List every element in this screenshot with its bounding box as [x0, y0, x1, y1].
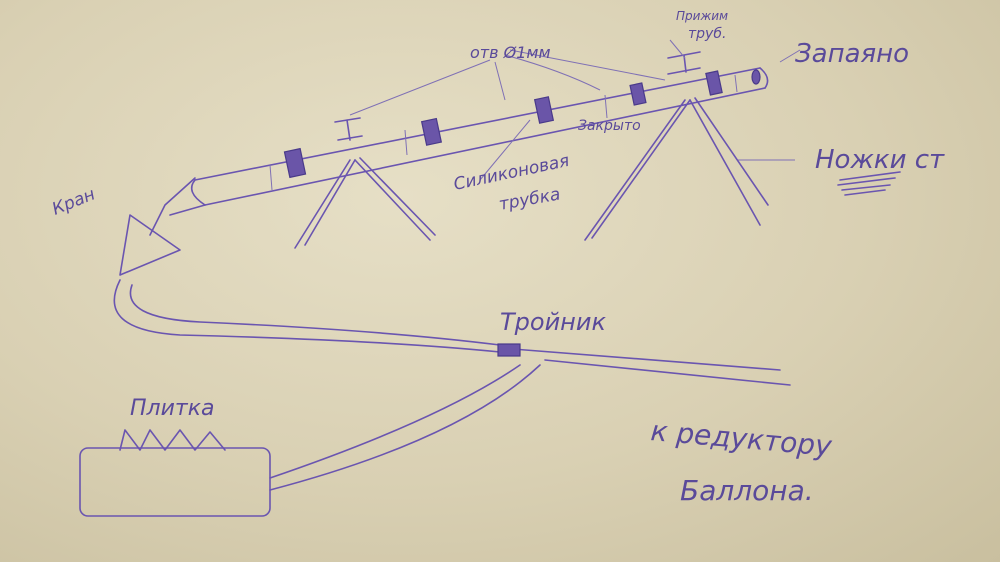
tee-fitting [497, 343, 521, 357]
label-clamp: Прижим [676, 9, 728, 23]
label-holes: отв Ø1мм [470, 43, 551, 62]
burner-pipe [190, 67, 769, 206]
silicone-coupling [705, 70, 723, 96]
label-reducer-2: Баллона. [680, 474, 814, 507]
pointer-lines [349, 39, 801, 181]
gas-hoses [79, 279, 791, 517]
label-stove: Плитка [130, 396, 215, 421]
label-legs: Ножки ст [815, 145, 945, 175]
silicone-coupling [533, 96, 555, 124]
pipe-clamps [334, 51, 701, 141]
label-tee: Тройник [500, 308, 606, 336]
label-valve: Кран [49, 184, 98, 219]
sealed-end [751, 69, 761, 85]
label-reducer: к редуктору [649, 414, 833, 463]
silicone-coupling [629, 82, 647, 106]
table-legs [294, 97, 769, 249]
silicone-coupling [283, 147, 307, 179]
label-silicone-2: трубка [497, 184, 561, 214]
label-clamp-2: труб. [688, 26, 726, 42]
label-sealed: Запаяно [795, 39, 909, 69]
label-closed: Закрыто [578, 118, 641, 134]
valve [119, 177, 206, 276]
stove-body [79, 447, 271, 517]
silicone-coupling [420, 117, 443, 146]
scribble [837, 171, 901, 196]
